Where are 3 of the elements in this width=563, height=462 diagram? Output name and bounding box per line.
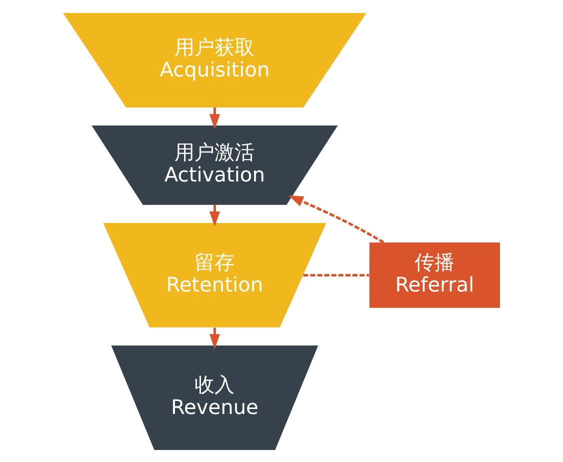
node-box: 传播 Referral [369, 242, 500, 308]
arrow [288, 194, 384, 244]
connector [303, 273, 370, 276]
